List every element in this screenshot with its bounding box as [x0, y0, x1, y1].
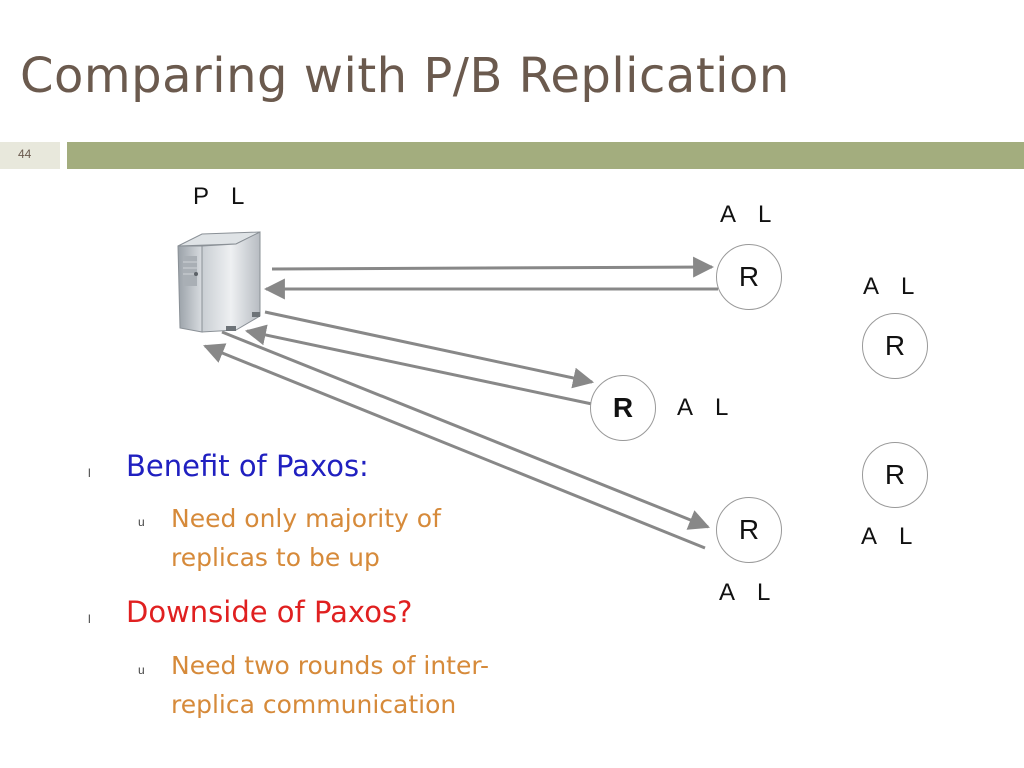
- primary-label-p: P: [193, 183, 210, 210]
- replica-3-tag-l: L: [715, 394, 729, 421]
- header-bar: [67, 142, 1024, 169]
- bullet-2-marker: l: [88, 612, 91, 626]
- replica-1-node: R: [716, 244, 782, 310]
- replica-3-node: R: [590, 375, 656, 441]
- bullet-2-sub-line-2: replica communication: [171, 690, 457, 719]
- arrow-primary-to-r3: [264, 310, 595, 389]
- bullet-1-sub-line-1: Need only majority of: [171, 504, 441, 533]
- server-tower-icon: [177, 231, 261, 333]
- bullet-1-sub-line-2: replicas to be up: [171, 543, 380, 572]
- bullet-1-text: Benefit of Paxos:: [126, 449, 369, 483]
- replica-5-tag-a: A: [719, 579, 736, 606]
- bullet-1-sub-marker: u: [138, 515, 145, 529]
- bullet-2-sub-text: Need two rounds of inter- replica commun…: [171, 646, 489, 724]
- replica-2-tag-l: L: [901, 273, 915, 300]
- replica-5-tag-l: L: [757, 579, 771, 606]
- replica-2-node: R: [862, 313, 928, 379]
- slide-number-box: [0, 142, 60, 169]
- replica-5-node: R: [716, 497, 782, 563]
- arrow-r3-to-primary: [244, 324, 593, 406]
- replica-4-tag-a: A: [861, 523, 878, 550]
- replica-2-tag-a: A: [863, 273, 880, 300]
- replica-4-tag-l: L: [899, 523, 913, 550]
- bullet-2-sub-marker: u: [138, 663, 145, 677]
- replica-4-node: R: [862, 442, 928, 508]
- bullet-2-sub-line-1: Need two rounds of inter-: [171, 651, 490, 680]
- replica-1-tag-a: A: [720, 201, 737, 228]
- slide-number: 44: [18, 147, 32, 161]
- arrow-primary-to-r5: [221, 330, 710, 530]
- bullet-1-sub-text: Need only majority of replicas to be up: [171, 499, 441, 577]
- bullet-1-marker: l: [88, 466, 91, 480]
- replica-3-tag-a: A: [677, 394, 694, 421]
- bullet-2-text: Downside of Paxos?: [126, 595, 413, 629]
- primary-label-l: L: [231, 183, 245, 210]
- arrow-r5-to-primary: [203, 343, 706, 550]
- slide-title: Comparing with P/B Replication: [20, 48, 790, 104]
- replica-1-tag-l: L: [758, 201, 772, 228]
- arrow-primary-to-r1: [271, 256, 715, 278]
